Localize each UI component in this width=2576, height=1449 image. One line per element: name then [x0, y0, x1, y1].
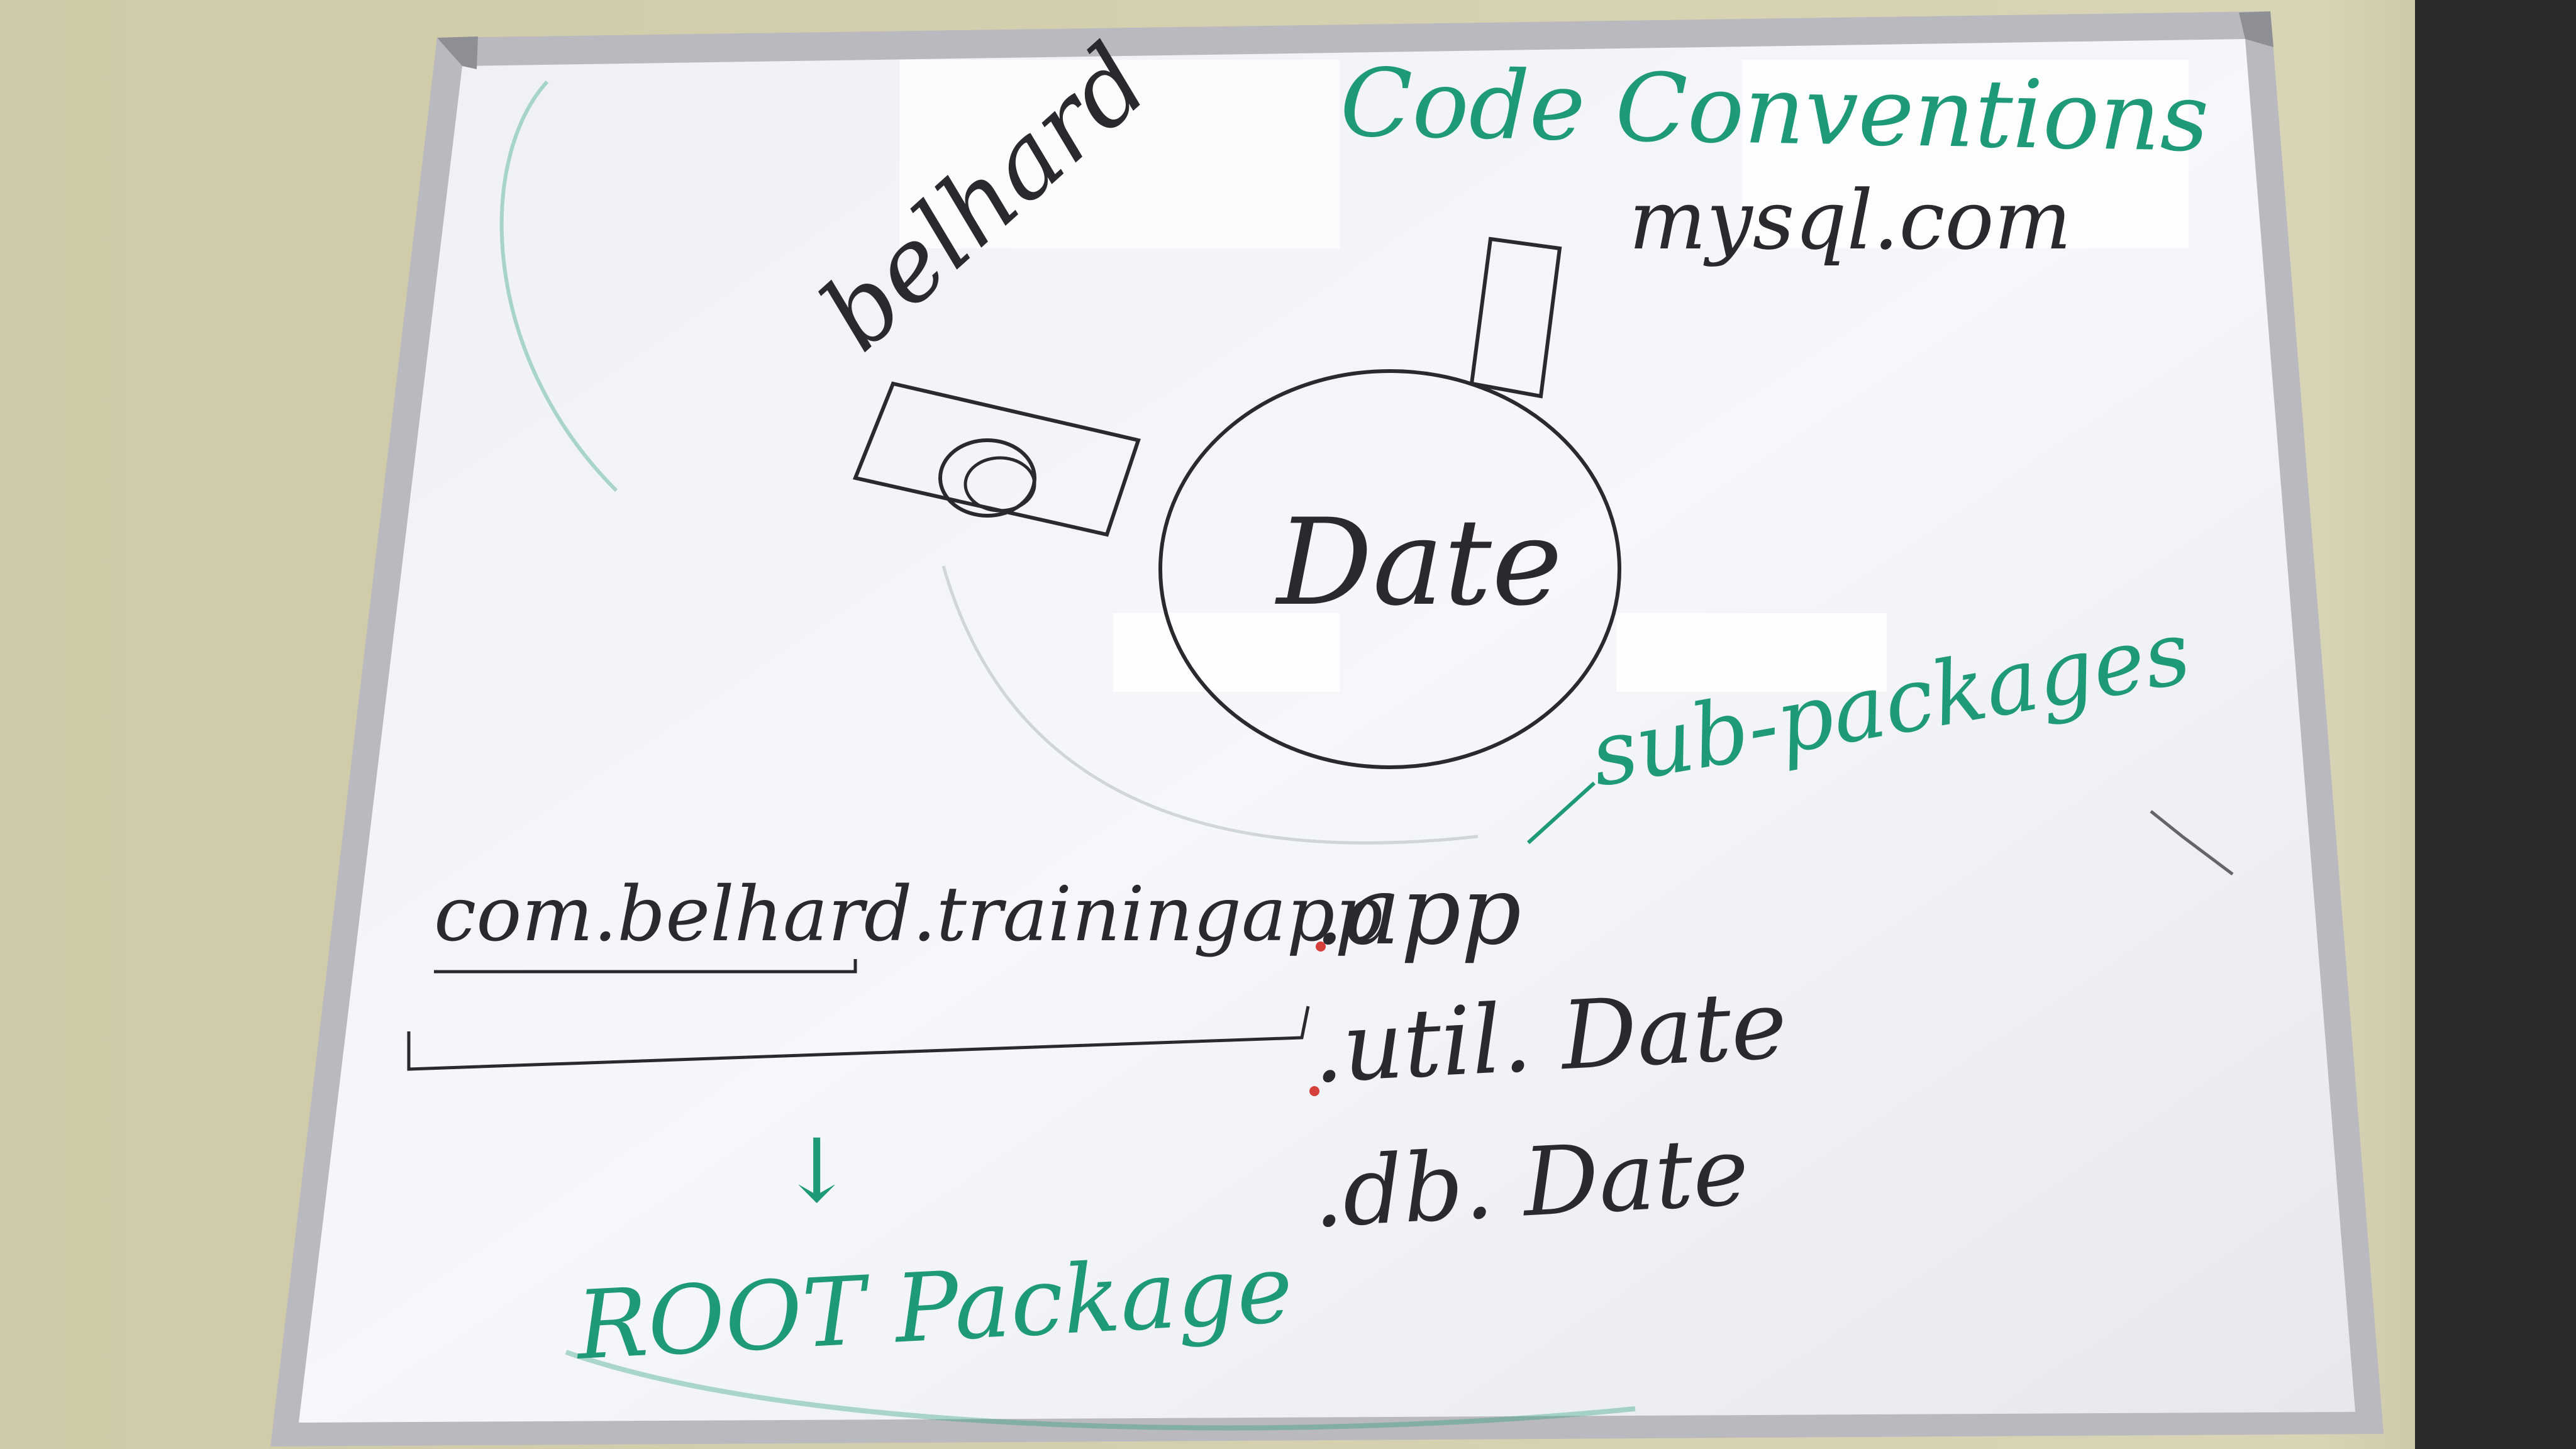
board-surface — [299, 39, 2355, 1423]
package-suffix-util-date: .util. Date — [1310, 970, 1790, 1104]
faint-green-arc — [565, 1350, 1636, 1431]
sub-packages-pointer — [1526, 781, 1596, 845]
package-suffix-app: .app — [1314, 857, 1521, 966]
light-reflection — [1113, 613, 1340, 692]
light-reflection — [899, 60, 1340, 248]
scribble-ellipse — [963, 456, 1036, 513]
dark-corner — [2415, 0, 2576, 1449]
connector-box-right — [1469, 236, 1562, 399]
light-reflection — [1616, 613, 1887, 692]
package-suffix-db-date: .db. Date — [1310, 1117, 1752, 1249]
connector-box-left — [852, 381, 1141, 537]
faint-arc — [941, 565, 1479, 845]
frame-corner-top-left — [437, 36, 478, 69]
red-dot — [1316, 941, 1326, 952]
heading-code-conventions: Code Conventions — [1339, 48, 2209, 173]
date-circle-label: Date — [1275, 493, 1562, 632]
bracket-root-package — [407, 1006, 1310, 1071]
date-circle — [1158, 369, 1621, 769]
package-root-text: com.belhard.trainingapp — [434, 871, 1383, 958]
underline-belhard — [434, 959, 857, 974]
down-arrow-icon: ↓ — [780, 1120, 853, 1223]
red-dot — [1309, 1086, 1319, 1096]
frame-corner-top-right — [2239, 11, 2273, 47]
light-reflection — [1742, 60, 2189, 248]
stray-mark — [2150, 810, 2234, 875]
faint-green-arc — [499, 80, 618, 492]
mysql-com-label: mysql.com — [1629, 172, 2072, 268]
